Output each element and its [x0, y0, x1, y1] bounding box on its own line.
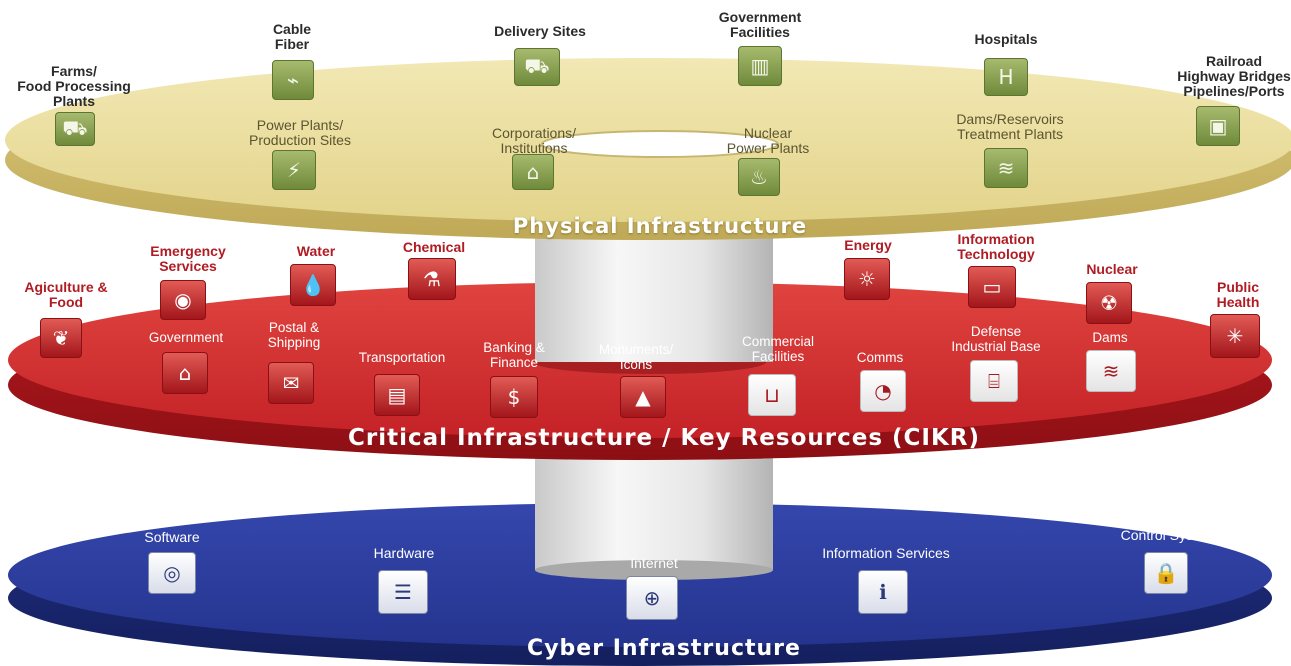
siren-icon: ◉: [160, 280, 206, 320]
railroad-icon: ▣: [1196, 106, 1240, 146]
cyber-item-label: Hardware: [373, 545, 435, 561]
dam-icon: ≋: [984, 148, 1028, 188]
tractor-icon: ⛟: [55, 112, 95, 146]
cikr-item-label: Chemical: [402, 239, 466, 255]
institution-icon: ⌂: [512, 154, 554, 190]
physical-infrastructure-title: Physical Infrastructure: [512, 214, 808, 238]
capitol-icon: ⌂: [162, 352, 208, 394]
cikr-item-label: Banking & Finance: [483, 340, 545, 370]
cikr-item-label: Energy: [844, 237, 892, 253]
physical-item-label: Nuclear Power Plants: [726, 125, 810, 156]
cyber-item-label: Information Services: [822, 545, 950, 561]
factory-icon: ⌸: [970, 360, 1018, 402]
cikr-item-label: Comms: [856, 350, 904, 365]
globe-icon: ⊕: [626, 576, 678, 620]
physical-item-label: Cable Fiber: [272, 21, 312, 52]
cyber-item-label: Software: [144, 529, 200, 545]
computer-icon: ▭: [968, 266, 1016, 308]
cikr-item-label: Transportation: [358, 350, 446, 365]
light-bulb-icon: ☼: [844, 258, 890, 300]
transport-icon: ▤: [374, 374, 420, 416]
cikr-item-label: Nuclear: [1086, 261, 1138, 277]
dam-icon: ≋: [1086, 350, 1136, 392]
physical-item-label: Hospitals: [974, 31, 1038, 47]
lightning-icon: ⚡: [272, 150, 316, 190]
piggy-bank-icon: $: [490, 376, 538, 418]
radiation-icon: ☢: [1086, 282, 1132, 324]
cooling-tower-icon: ♨: [738, 158, 780, 196]
shopping-basket-icon: ⊔: [748, 374, 796, 416]
cikr-item-label: Emergency Services: [150, 243, 226, 274]
water-drop-icon: 💧: [290, 264, 336, 306]
cable-fiber-icon: ⌁: [272, 60, 314, 100]
cyber-item-label: Internet: [630, 555, 678, 571]
monument-icon: ▲: [620, 376, 666, 418]
cikr-item-label: Information Technology: [957, 231, 1035, 262]
physical-item-label: Corporations/ Institutions: [491, 125, 577, 156]
plant-icon: ❦: [40, 318, 82, 358]
medical-star-icon: ✳: [1210, 314, 1260, 358]
physical-item-label: Railroad Highway Bridges Pipelines/Ports: [1177, 53, 1291, 99]
server-icon: ☰: [378, 570, 428, 614]
cikr-item-label: Commercial Facilities: [741, 334, 815, 364]
info-icon: ℹ: [858, 570, 908, 614]
flask-icon: ⚗: [408, 258, 456, 300]
cikr-item-label: Postal & Shipping: [267, 320, 321, 350]
pillar-base: [535, 560, 773, 580]
cikr-item-label: Water: [296, 243, 336, 259]
cikr-item-label: Dams: [1092, 330, 1128, 345]
physical-ring: [5, 58, 1291, 240]
mailbox-icon: ✉: [268, 362, 314, 404]
cikr-item-label: Public Health: [1216, 279, 1260, 310]
cikr-item-label: Agiculture & Food: [24, 279, 108, 310]
cikr-item-label: Government: [148, 330, 224, 345]
cyber-infrastructure-title: Cyber Infrastructure: [527, 636, 801, 661]
padlock-icon: 🔒: [1144, 552, 1188, 594]
cikr-item-label: Defense Industrial Base: [951, 324, 1041, 354]
disc-icon: ◎: [148, 552, 196, 594]
physical-item-label: Delivery Sites: [494, 23, 586, 39]
cikr-title: Critical Infrastructure / Key Resources …: [347, 425, 981, 451]
satellite-dish-icon: ◔: [860, 370, 906, 412]
delivery-truck-icon: ⛟: [514, 48, 560, 86]
physical-item-label: Power Plants/ Production Sites: [249, 117, 351, 148]
cikr-item-label: Monuments/ Icons: [598, 342, 674, 372]
physical-item-label: Dams/Reservoirs Treatment Plants: [956, 111, 1064, 142]
hospital-icon: H: [984, 58, 1028, 96]
government-building-icon: ▥: [738, 46, 782, 86]
cyber-item-label: Control Systems: [1120, 527, 1224, 543]
physical-item-label: Government Facilities: [718, 9, 802, 40]
physical-item-label: Farms/ Food Processing Plants: [17, 63, 131, 109]
